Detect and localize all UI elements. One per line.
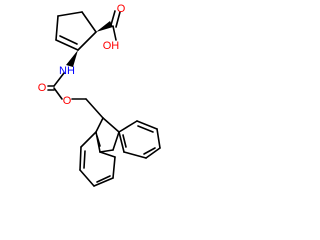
bond-rb-5 bbox=[123, 151, 147, 159]
bond-rb-4-double bbox=[143, 147, 156, 155]
wedge-bond-acid bbox=[96, 21, 113, 32]
bond-ring-c1-c2 bbox=[81, 11, 97, 33]
bond-n-carbamate-c bbox=[53, 72, 65, 87]
bond-c9-right-ring bbox=[102, 117, 120, 133]
atom-label-ester-o: O bbox=[63, 95, 72, 107]
molecule-diagram: O OH NH O O bbox=[38, 3, 161, 187]
atom-label-acid-o: O bbox=[117, 3, 126, 15]
bond-rb-2 bbox=[136, 120, 158, 130]
left-benzene-ring bbox=[79, 131, 116, 187]
bond-lb-2 bbox=[79, 146, 82, 171]
bond-rb-6 bbox=[118, 131, 125, 153]
bond-lb-4 bbox=[93, 177, 114, 187]
bond-ring-c5-c4 bbox=[55, 15, 59, 41]
bond-ch2-c9 bbox=[85, 98, 104, 119]
fluorene-group bbox=[79, 117, 161, 187]
bond-rb-4 bbox=[145, 147, 161, 159]
bond-carbamate-c-o-ester bbox=[53, 87, 63, 100]
bond-acid-c-o bbox=[110, 10, 116, 26]
structure-drawing: O OH NH O O bbox=[38, 3, 161, 187]
bond-acid-c-oh bbox=[112, 25, 117, 41]
bond-lb-6-double bbox=[96, 135, 101, 147]
right-benzene-ring bbox=[118, 120, 161, 159]
atom-label-carbamate-o: O bbox=[38, 82, 47, 94]
bond-rb-3 bbox=[156, 128, 161, 149]
bond-ring-c3-c2 bbox=[77, 31, 97, 51]
bond-c9-left-ring bbox=[95, 117, 104, 133]
bond-acid-c-o-double bbox=[115, 11, 121, 28]
bond-ring-c4-c3 bbox=[55, 39, 79, 51]
carboxylic-acid-group bbox=[96, 10, 121, 41]
bond-rb-6-double bbox=[122, 134, 127, 148]
atom-labels: O OH NH O O bbox=[38, 3, 126, 107]
bond-rb-1 bbox=[118, 120, 138, 133]
bond-lb-5 bbox=[112, 156, 116, 179]
bond-ring-c4-c3-double bbox=[59, 35, 78, 45]
wedge-bond-nh bbox=[66, 50, 78, 67]
bond-rb-2-double bbox=[137, 125, 154, 133]
bond-lb-4-double bbox=[96, 175, 111, 183]
bond-lb-2-double bbox=[83, 150, 86, 169]
bond-lb-1 bbox=[80, 131, 97, 148]
atom-label-nh: NH bbox=[59, 65, 75, 77]
carbamate-linker bbox=[47, 50, 104, 119]
bond-lb-3 bbox=[79, 169, 95, 187]
bond-lb-6 bbox=[99, 151, 116, 158]
bond-ring-c1-c5 bbox=[57, 11, 83, 17]
atom-label-oh: OH bbox=[103, 40, 120, 52]
cyclopentene-ring bbox=[55, 11, 97, 51]
bond-right-ring-bottom bbox=[112, 131, 120, 151]
bond-biaryl bbox=[99, 149, 114, 153]
